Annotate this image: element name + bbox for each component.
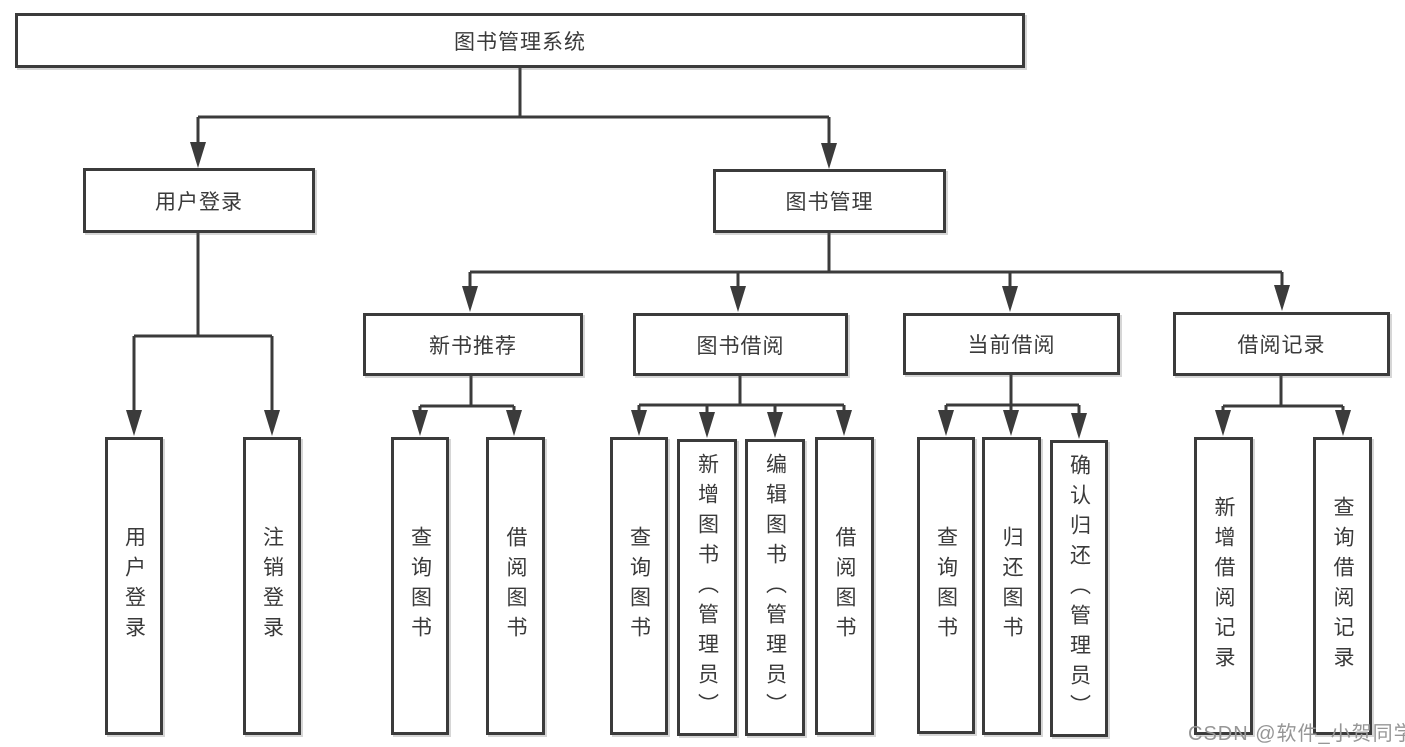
node-library-system-label: 图书管理系统	[454, 30, 586, 54]
leaf-recommend-query-books: 查询图书	[391, 437, 449, 735]
leaf-borrowing-edit-books-admin-label: 编辑图书（管理员）	[763, 452, 787, 723]
node-new-book-recommend: 新书推荐	[363, 313, 583, 376]
node-borrowing-records-label: 借阅记录	[1237, 334, 1326, 357]
leaf-user-login-label: 用户登录	[122, 526, 146, 646]
leaf-recommend-borrow-books-label: 借阅图书	[504, 526, 527, 646]
node-book-management-label: 图书管理	[785, 191, 874, 214]
leaf-records-query-record-label: 查询借阅记录	[1331, 496, 1354, 676]
leaf-borrowing-borrow-books-label: 借阅图书	[833, 526, 856, 646]
leaf-records-add-record: 新增借阅记录	[1194, 437, 1253, 735]
leaf-logout: 注销登录	[243, 437, 301, 735]
leaf-logout-label: 注销登录	[260, 526, 284, 646]
leaf-borrowing-borrow-books: 借阅图书	[815, 437, 874, 735]
leaf-records-add-record-label: 新增借阅记录	[1212, 496, 1235, 676]
leaf-user-login: 用户登录	[105, 437, 163, 735]
leaf-current-confirm-return-admin-label: 确认归还（管理员）	[1067, 453, 1091, 724]
node-current-borrowing-label: 当前借阅	[967, 334, 1056, 357]
node-book-borrowing-label: 图书借阅	[696, 334, 785, 358]
arrowheads	[126, 142, 1351, 439]
leaf-current-confirm-return-admin: 确认归还（管理员）	[1050, 440, 1108, 737]
leaf-records-query-record: 查询借阅记录	[1313, 437, 1372, 735]
leaf-borrowing-add-books-admin-label: 新增图书（管理员）	[695, 452, 719, 723]
leaf-current-query-books: 查询图书	[917, 437, 975, 734]
leaf-borrowing-query-books: 查询图书	[610, 437, 668, 735]
leaf-borrowing-edit-books-admin: 编辑图书（管理员）	[745, 439, 805, 736]
node-user-login-label: 用户登录	[155, 190, 243, 214]
node-book-management: 图书管理	[713, 169, 946, 233]
leaf-current-return-books-label: 归还图书	[1000, 526, 1023, 646]
leaf-recommend-query-books-label: 查询图书	[408, 526, 432, 646]
leaf-borrowing-query-books-label: 查询图书	[627, 526, 651, 646]
node-borrowing-records: 借阅记录	[1173, 312, 1390, 376]
node-book-borrowing: 图书借阅	[633, 313, 848, 376]
node-current-borrowing: 当前借阅	[903, 313, 1120, 375]
leaf-recommend-borrow-books: 借阅图书	[486, 437, 545, 735]
leaf-current-return-books: 归还图书	[982, 437, 1041, 735]
connector-path	[132, 68, 1345, 416]
node-new-book-recommend-label: 新书推荐	[429, 334, 517, 358]
node-user-login: 用户登录	[83, 168, 315, 233]
node-library-system: 图书管理系统	[15, 13, 1025, 68]
leaf-current-query-books-label: 查询图书	[934, 525, 958, 646]
watermark: CSDN @软件_小贺同学	[1188, 723, 1405, 745]
leaf-borrowing-add-books-admin: 新增图书（管理员）	[677, 439, 737, 736]
